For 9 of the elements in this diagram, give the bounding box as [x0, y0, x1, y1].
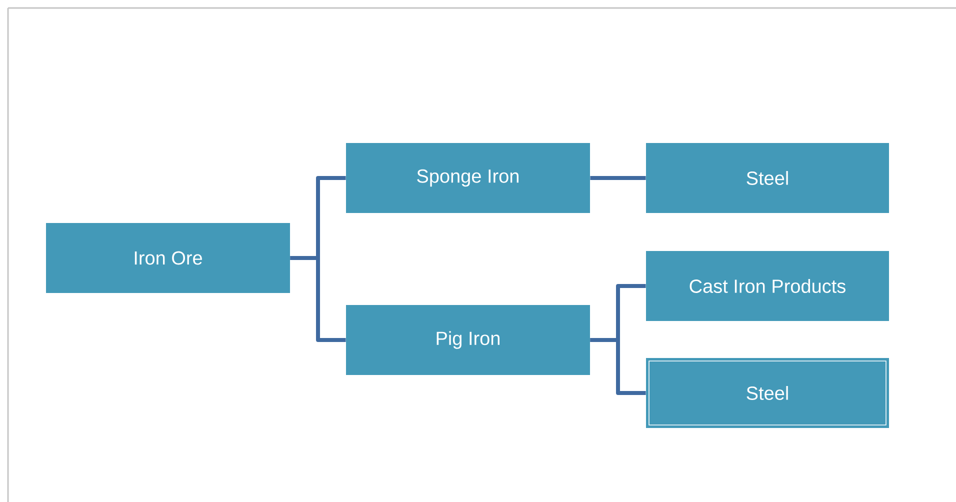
- process-box: Steel: [646, 358, 889, 428]
- process-box: Pig Iron: [346, 305, 590, 375]
- process-box: Steel: [646, 143, 889, 213]
- connector-line: [590, 338, 646, 395]
- process-box: Cast Iron Products: [646, 251, 889, 321]
- connector-line: [290, 256, 346, 342]
- process-box: Iron Ore: [46, 223, 290, 293]
- connector-line: [590, 176, 646, 180]
- process-box: Sponge Iron: [346, 143, 590, 213]
